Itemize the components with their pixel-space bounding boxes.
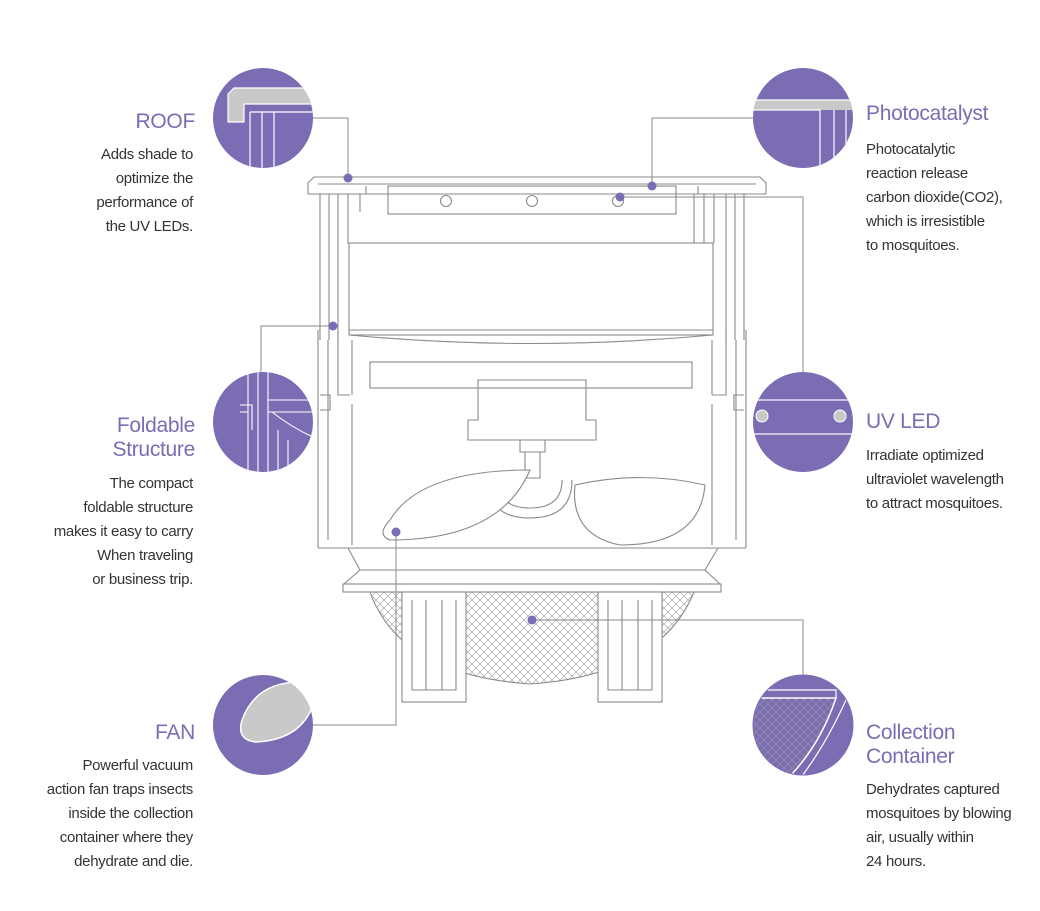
photocatalyst-desc-line: which is irresistible (866, 213, 985, 230)
fan-desc-line: dehydrate and die. (74, 853, 193, 870)
foldable-desc-line: makes it easy to carry (53, 523, 194, 540)
collection-net-detail-icon (752, 674, 854, 776)
photocatalyst-desc-line: Photocatalytic (866, 141, 956, 158)
foldable-title-line: Foldable (116, 414, 195, 437)
leader-lines (260, 117, 804, 726)
foldable-desc-line: When traveling (97, 547, 193, 564)
device-drawing (307, 176, 767, 703)
uvled-desc-line: to attract mosquitoes. (866, 495, 1003, 512)
dot-collection (527, 615, 537, 625)
roof-desc-line: the UV LEDs. (105, 218, 194, 235)
dot-photocatalyst (647, 181, 657, 191)
photocatalyst-title: Photocatalyst (866, 102, 988, 126)
foldable-sleeve (317, 242, 747, 571)
roof-desc-line: optimize the (115, 170, 194, 187)
roof-desc: Adds shade to optimize the performance o… (96, 143, 193, 239)
leader-foldable (260, 325, 333, 372)
fan-desc-line: action fan traps insects (46, 781, 194, 798)
uvled-desc: Irradiate optimized ultraviolet waveleng… (866, 444, 1004, 516)
roof-desc-line: performance of (96, 194, 193, 211)
dot-roof (343, 173, 353, 183)
foldable-title: Foldable Structure (113, 414, 196, 462)
leader-photocatalyst (651, 117, 753, 186)
collection-desc-line: Dehydrates captured (866, 781, 1000, 798)
leader-fan (312, 532, 397, 726)
uvled-title-line: UV LED (866, 410, 941, 433)
foldable-desc-line: The compact (109, 475, 194, 492)
roof-title-line: ROOF (135, 110, 196, 133)
fan-title-line: FAN (155, 721, 195, 744)
collection-basket (369, 591, 695, 703)
uvled-desc-line: Irradiate optimized (866, 447, 984, 464)
base-flange (342, 569, 722, 593)
fan-detail-icon (213, 675, 313, 775)
foldable-desc: The compact foldable structure makes it … (53, 472, 194, 592)
foldable-desc-line: or business trip. (92, 571, 193, 588)
uv-led-detail-icon (753, 372, 853, 472)
leader-dots (328, 173, 657, 625)
photocatalyst-plate (365, 185, 699, 215)
dot-uvled (615, 192, 625, 202)
fan-desc-line: inside the collection (68, 805, 193, 822)
foldable-title-line: Structure (112, 438, 196, 461)
collection-desc: Dehydrates captured mosquitoes by blowin… (866, 778, 1012, 874)
fan-assembly (382, 379, 706, 546)
photocatalyst-title-line: Photocatalyst (866, 102, 989, 125)
fan-desc-line: Powerful vacuum (82, 757, 193, 774)
collection-desc-line: mosquitoes by blowing (866, 805, 1012, 822)
photocatalyst-desc-line: carbon dioxide(CO2), (866, 189, 1003, 206)
uvled-title: UV LED (866, 410, 940, 434)
leader-collection (532, 619, 804, 676)
collection-title: Collection Container (866, 721, 956, 769)
photocatalyst-desc: Photocatalytic reaction release carbon d… (866, 138, 1003, 258)
collection-title-line: Collection (866, 721, 956, 744)
collection-title-line: Container (866, 745, 955, 768)
roof-detail-icon (213, 68, 313, 168)
collection-desc-line: 24 hours. (866, 853, 926, 870)
fan-desc-line: container where they (59, 829, 194, 846)
fan-title: FAN (155, 721, 195, 745)
dot-fan (391, 527, 401, 537)
photocatalyst-detail-icon (753, 68, 853, 168)
photocatalyst-desc-line: to mosquitoes. (866, 237, 960, 254)
collection-desc-line: air, usually within (866, 829, 974, 846)
photocatalyst-desc-line: reaction release (866, 165, 968, 182)
roof-desc-line: Adds shade to (100, 146, 193, 163)
dot-foldable (328, 321, 338, 331)
leader-roof (312, 117, 349, 178)
uvled-desc-line: ultraviolet wavelength (866, 471, 1004, 488)
foldable-desc-line: foldable structure (83, 499, 193, 516)
fan-desc: Powerful vacuum action fan traps insects… (46, 754, 194, 874)
roof-title: ROOF (135, 110, 196, 134)
leader-uvled (620, 196, 804, 372)
foldable-detail-icon (213, 372, 313, 472)
